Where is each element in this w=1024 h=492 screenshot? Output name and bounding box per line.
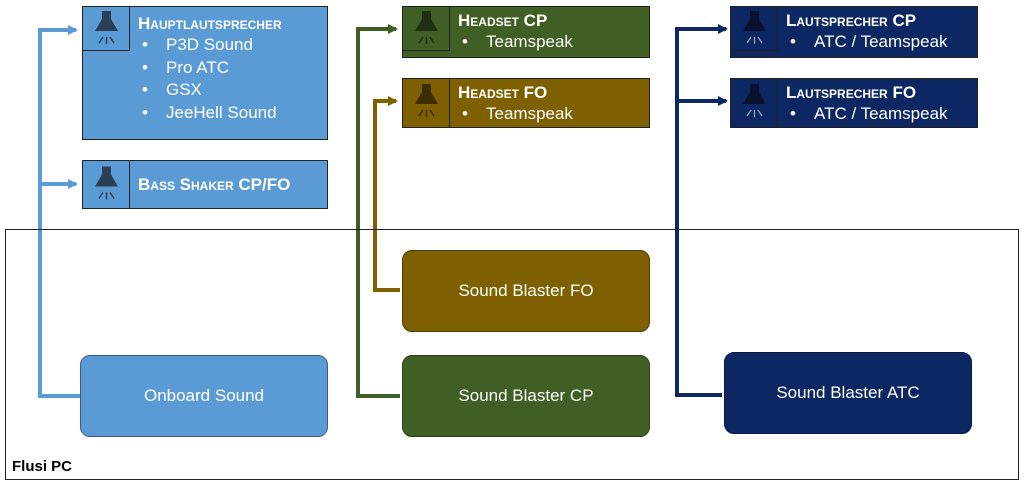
speaker-cp-box: Lautsprecher CP ATC / Teamspeak [730, 6, 978, 58]
speaker-icon [83, 161, 130, 208]
bass-shaker-box: Bass Shaker CP/FO [82, 160, 328, 209]
speaker-icon [83, 7, 130, 51]
sound-blaster-fo-label: Sound Blaster FO [458, 281, 594, 300]
main-speaker-title: Hauptlautsprecher [138, 14, 282, 33]
headset-cp-item: Teamspeak [458, 31, 645, 54]
pc-frame [5, 229, 1019, 480]
main-speaker-item: Pro ATC [138, 57, 323, 80]
headset-cp-box: Headset CP Teamspeak [402, 6, 650, 58]
sound-blaster-cp-box: Sound Blaster CP [402, 355, 650, 437]
speaker-cp-title: Lautsprecher CP [786, 11, 917, 30]
speaker-icon [403, 79, 450, 127]
headset-fo-box: Headset FO Teamspeak [402, 78, 650, 128]
main-speaker-item: JeeHell Sound [138, 102, 323, 125]
wire-cp [356, 24, 400, 398]
sound-blaster-atc-box: Sound Blaster ATC [724, 352, 972, 434]
onboard-sound-box: Onboard Sound [80, 355, 328, 437]
wire-onboard [38, 25, 80, 398]
sound-blaster-atc-label: Sound Blaster ATC [776, 383, 920, 402]
wire-fo [373, 96, 400, 292]
onboard-sound-label: Onboard Sound [143, 386, 265, 405]
sound-blaster-cp-label: Sound Blaster CP [458, 386, 594, 405]
wire-atc [675, 24, 728, 397]
speaker-icon [731, 7, 778, 51]
main-speaker-item: GSX [138, 79, 323, 102]
pc-label: Flusi PC [12, 458, 73, 475]
speaker-cp-item: ATC / Teamspeak [786, 31, 973, 54]
speaker-fo-title: Lautsprecher FO [786, 83, 917, 102]
bass-shaker-title: Bass Shaker CP/FO [138, 175, 291, 194]
main-speaker-item: P3D Sound [138, 34, 323, 57]
sound-blaster-fo-box: Sound Blaster FO [402, 250, 650, 332]
speaker-icon [731, 79, 778, 127]
main-speaker-box: Hauptlautsprecher P3D Sound Pro ATC GSX … [82, 6, 328, 140]
headset-fo-item: Teamspeak [458, 103, 645, 126]
headset-fo-title: Headset FO [458, 83, 548, 102]
headset-cp-title: Headset CP [458, 11, 548, 30]
speaker-icon [403, 7, 450, 51]
speaker-fo-box: Lautsprecher FO ATC / Teamspeak [730, 78, 978, 128]
speaker-fo-item: ATC / Teamspeak [786, 103, 973, 126]
